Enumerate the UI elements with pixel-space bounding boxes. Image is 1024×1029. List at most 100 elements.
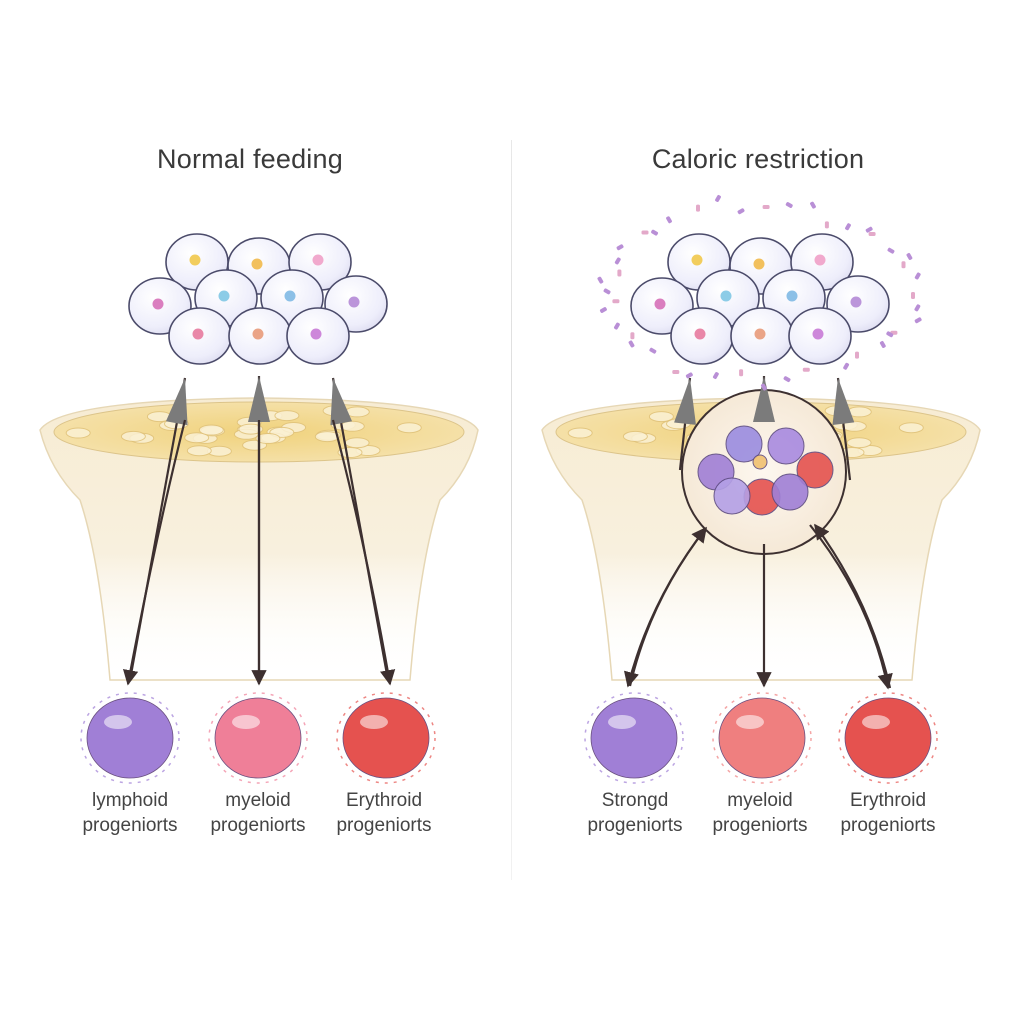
marrow-trabecula (274, 410, 300, 422)
marrow-trabecula (339, 420, 365, 432)
label-line: progeniorts (587, 815, 683, 836)
erythroid-down-arrow (331, 419, 396, 686)
marrow-trabecula (337, 447, 363, 458)
secreted-particle (868, 232, 876, 236)
secreted-particle (617, 269, 622, 277)
marrow-trabecula (65, 427, 91, 439)
secreted-particle (641, 230, 649, 235)
stem-cell-cluster (597, 194, 922, 391)
cr-erythroid-up-arrow (814, 523, 892, 689)
niche-cell (752, 454, 768, 470)
restriction-myeloid-label: myeloid progeniorts (690, 788, 830, 838)
progenitor-highlight (608, 715, 636, 729)
secreted-particle (901, 261, 906, 269)
cell-nucleus (814, 254, 826, 266)
progenitor-halo (584, 692, 684, 784)
secreted-particle (685, 372, 693, 379)
restriction-progenitor-cell (584, 692, 684, 784)
normal-progenitor-cell (80, 692, 180, 784)
label-line: myeloid (225, 790, 291, 811)
marrow-trabecula (238, 423, 264, 435)
secreted-particle (824, 221, 829, 229)
progenitor-body (86, 697, 174, 779)
secreted-particle (628, 340, 635, 348)
secreted-particle (865, 226, 873, 233)
marrow-trabecula (648, 411, 674, 423)
secreted-particle (616, 244, 624, 251)
marrow-trabecula (120, 430, 146, 442)
marrow-trabecula (184, 432, 210, 444)
label-line: Strongd (601, 790, 669, 811)
stem-cell-cluster (128, 233, 388, 365)
marrow-trabecula (255, 433, 281, 444)
secreted-particle (906, 252, 913, 260)
secreted-particle (845, 223, 851, 231)
niche-cell (796, 451, 834, 489)
progenitor-halo (80, 692, 180, 784)
label-line: progeniorts (712, 815, 808, 836)
secreted-particle (886, 331, 894, 338)
cr-lymphoid-arrow-head (674, 378, 696, 425)
marrow-trabecula (396, 422, 422, 434)
secreted-particle (914, 272, 921, 280)
lymphoid-down-arrow (122, 419, 187, 686)
progenitor-highlight (736, 715, 764, 729)
normal-feeding-title: Normal feeding (157, 144, 343, 174)
progenitor-body (342, 697, 430, 779)
restriction-progenitor-cell (838, 692, 938, 784)
secreted-particle (715, 194, 721, 202)
cell-nucleus (310, 328, 322, 340)
marrow-trabecula (841, 420, 867, 432)
normal-progenitor-cell (208, 692, 308, 784)
caloric-restriction-title: Caloric restriction (651, 144, 865, 174)
niche-group (681, 389, 847, 555)
progenitor-highlight (360, 715, 388, 729)
cr-erythroid-down-arrow (809, 524, 893, 690)
secreted-particle (810, 201, 816, 209)
label-line: progeniorts (336, 815, 432, 836)
cell-nucleus (348, 296, 360, 308)
secreted-particle (843, 362, 850, 370)
cell-nucleus (812, 328, 824, 340)
secreted-particle (737, 208, 745, 215)
progenitor-halo (208, 692, 308, 784)
cell-nucleus (654, 298, 666, 310)
cr-erythroid-arrow-head (832, 378, 855, 425)
label-line: progeniorts (82, 815, 178, 836)
secreted-particle (712, 372, 719, 380)
normal-myeloid-label: myeloid progeniorts (188, 788, 328, 838)
progenitor-body (214, 697, 302, 779)
niche-cell (713, 477, 751, 515)
label-line: progeniorts (210, 815, 306, 836)
progenitor-halo (838, 692, 938, 784)
progenitor-highlight (104, 715, 132, 729)
marrow-trabecula (344, 437, 370, 449)
niche-cell (725, 425, 763, 463)
progenitor-halo (336, 692, 436, 784)
progenitor-highlight (232, 715, 260, 729)
cell-nucleus (720, 290, 732, 302)
progenitor-highlight (862, 715, 890, 729)
secreted-particle (597, 276, 604, 284)
marrow-trabecula (567, 427, 593, 439)
cell-nucleus (694, 328, 706, 340)
cell-nucleus (251, 258, 263, 270)
secreted-particle (603, 288, 611, 295)
progenitor-body (590, 697, 678, 779)
secreted-particle (599, 307, 607, 313)
secreted-particle (612, 299, 620, 304)
restriction-erythroid-label: Erythroid progeniorts (818, 788, 958, 838)
cell-nucleus (786, 290, 798, 302)
secreted-particle (887, 247, 895, 254)
cell-nucleus (189, 254, 201, 266)
secreted-particle (760, 383, 767, 391)
myeloid-arrow-head (248, 376, 270, 422)
secreted-particle (614, 257, 621, 265)
secreted-particle (783, 376, 791, 383)
niche-cell (771, 473, 809, 511)
secreted-particle (762, 205, 770, 209)
cell-nucleus (754, 328, 766, 340)
normal-lymphoid-label: lymphoid progeniorts (60, 788, 200, 838)
cell-nucleus (152, 298, 164, 310)
